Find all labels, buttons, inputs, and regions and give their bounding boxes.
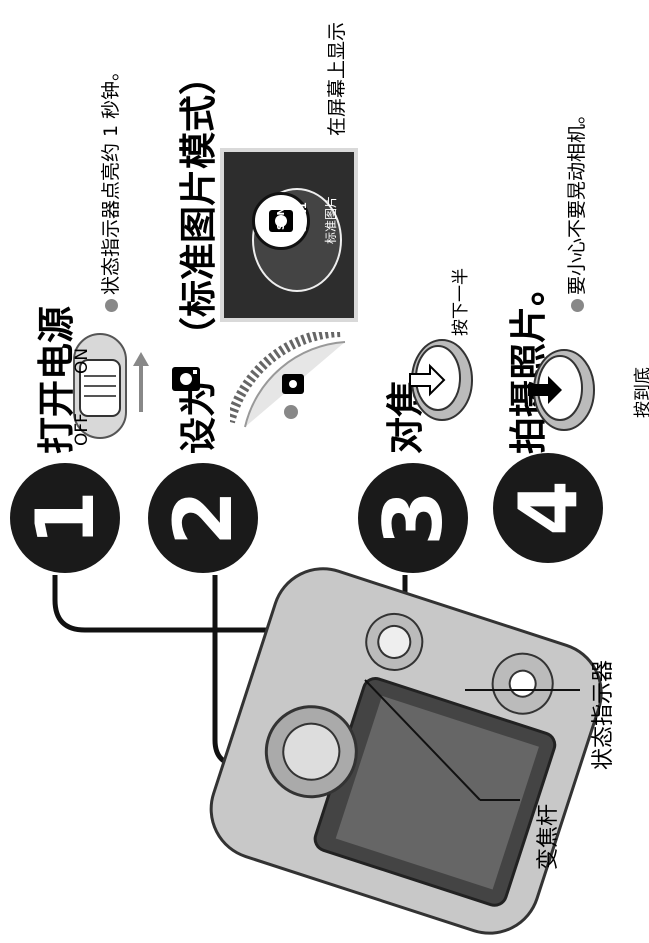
- status-indicator-callout: 状态指示器: [591, 659, 616, 770]
- lcd-selected-mode-icon: [252, 192, 310, 250]
- shutter-button-icon-half: [408, 336, 476, 424]
- bullet-icon: [284, 405, 298, 419]
- step-1-badge: 1: [10, 463, 120, 573]
- power-switch-icon: [70, 330, 130, 442]
- arrow-up-icon: [133, 352, 149, 412]
- step-4-badge: 4: [493, 453, 603, 563]
- step-3-badge: 3: [358, 463, 468, 573]
- lcd-screen: SCN1 SCN2 标准图片: [220, 148, 358, 322]
- camera-icon: [170, 364, 202, 394]
- zoom-lever-callout: 变焦杆: [536, 803, 561, 870]
- step-2-badge: 2: [148, 463, 258, 573]
- mode-dial-icon: [225, 327, 350, 432]
- shutter-button-icon-full: [528, 346, 598, 436]
